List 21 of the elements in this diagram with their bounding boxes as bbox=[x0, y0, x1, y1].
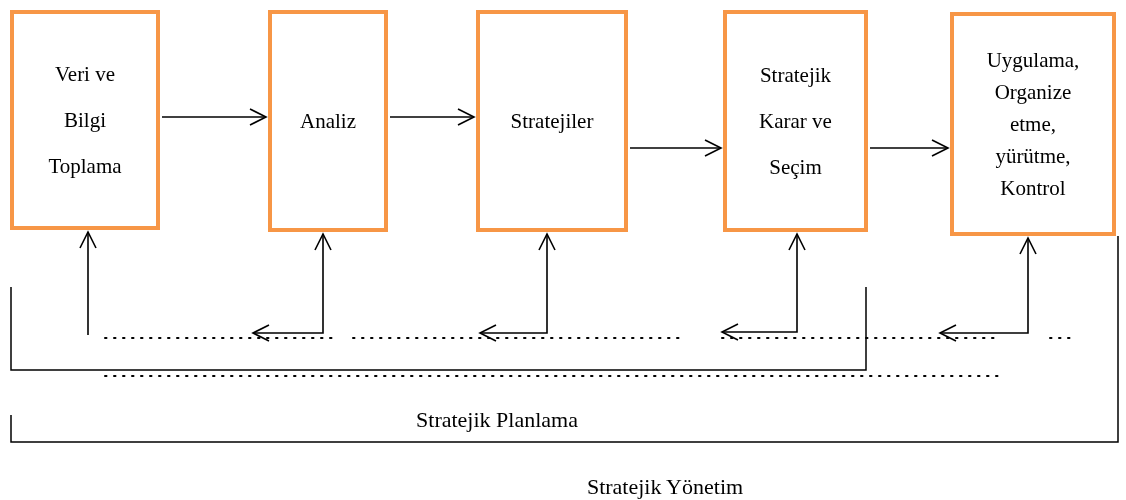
arrow bbox=[629, 139, 722, 157]
box-label: Veri ve Bilgi Toplama bbox=[47, 61, 123, 180]
arrow bbox=[161, 108, 267, 126]
arrow bbox=[721, 233, 806, 341]
box-label: Uygulama, Organize etme, yürütme, Kontrol bbox=[985, 47, 1081, 202]
box-label: Stratejiler bbox=[510, 108, 594, 135]
process-box bbox=[10, 10, 160, 230]
arrow bbox=[79, 231, 97, 336]
process-box bbox=[268, 10, 388, 232]
box-label: Analiz bbox=[300, 108, 356, 135]
arrow bbox=[869, 139, 949, 157]
arrow bbox=[939, 237, 1037, 342]
arrow bbox=[479, 233, 556, 342]
arrow bbox=[389, 108, 475, 126]
arrow bbox=[252, 233, 332, 342]
process-box bbox=[950, 12, 1116, 236]
bracket-label: Stratejik Yönetim bbox=[586, 474, 744, 500]
process-box bbox=[723, 10, 868, 232]
process-box bbox=[476, 10, 628, 232]
bracket-label: Stratejik Planlama bbox=[416, 407, 578, 433]
box-label: Stratejik Karar ve Seçim bbox=[758, 62, 833, 181]
